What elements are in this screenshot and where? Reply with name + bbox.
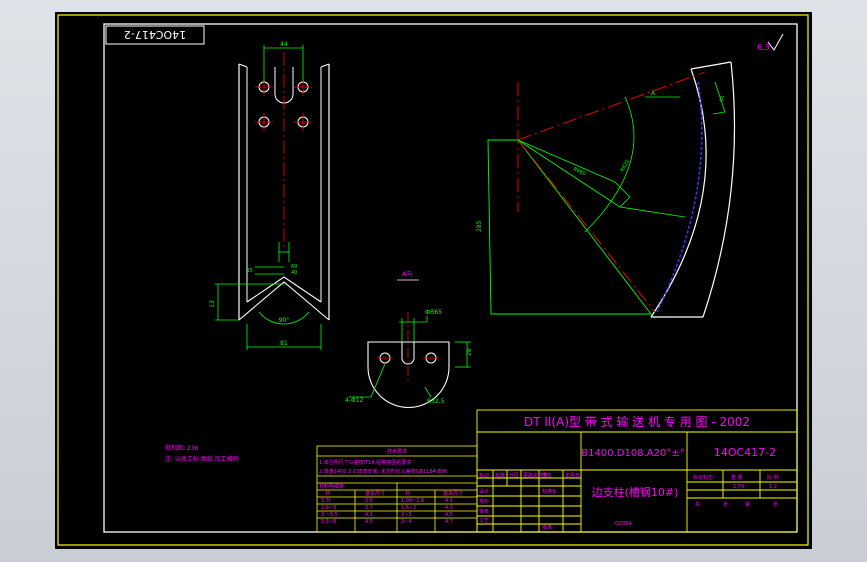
tech-cell: 4.1	[365, 512, 373, 518]
dim-r: R32.5	[427, 398, 445, 405]
dim-holes: 4-Φ12	[345, 397, 364, 404]
dim-radius-small: R820	[620, 159, 632, 173]
dim-radius-big: R860	[572, 166, 586, 177]
tech-line2: 2.单重1400 3-135表安装, 未注形位公差按GB1184-B96	[319, 468, 447, 475]
title-sheet-total: 共	[695, 501, 700, 508]
tb-header-1: 标记	[479, 472, 489, 479]
svg-text:6.3: 6.3	[757, 43, 770, 52]
tech-col-3: 材	[405, 490, 410, 497]
tech-cell: 1.8~3	[321, 505, 336, 511]
tech-title: 技术要求	[387, 448, 407, 455]
dim-small2: 40	[291, 270, 297, 276]
tb-role-extra-2: 批准	[542, 524, 552, 531]
id-stamp-text: 14OC417-2	[124, 28, 186, 41]
title-material: Q235A	[615, 521, 632, 527]
tech-cell: 3.7	[365, 505, 373, 511]
dim-a-height: 28	[466, 348, 473, 356]
tech-cell: 1.6~2	[401, 505, 416, 511]
title-weight-header: 重 量	[731, 474, 743, 481]
title-scale-header: 比 例	[767, 474, 779, 481]
tech-cell: 4.5	[445, 512, 453, 518]
tech-cell: 1.7t	[321, 498, 331, 504]
tech-cell: 4.3	[445, 505, 453, 511]
title-weight-val: 2.79	[733, 484, 744, 490]
tb-header-2: 处数	[495, 472, 505, 479]
title-block	[476, 409, 798, 533]
dim-side-h: 15	[247, 268, 253, 274]
tb-header-4: 更改文件号	[523, 472, 548, 479]
tech-cell: 3~4	[401, 519, 412, 525]
tech-cell: 2~3	[401, 512, 412, 518]
tb-role-extra-1: 标准化	[542, 488, 557, 495]
tb-header-6: 年月日	[565, 472, 580, 479]
title-scale-val: 1:2	[769, 484, 777, 490]
tech-line1: 1.未注明尺寸公差按IT14,组焦按图纸要求	[319, 459, 411, 466]
tech-cell: 1.08~1.6	[401, 498, 424, 504]
outer-border	[57, 14, 809, 546]
tb-role-1: 设计	[479, 488, 489, 495]
note-line1: 就制图: 236	[165, 444, 199, 452]
dim-a-width: ФR65	[425, 309, 442, 316]
tb-role-4: 工艺	[479, 518, 489, 524]
tech-cell: 3.~5.5	[321, 512, 338, 518]
dim-bottom-h: 13	[209, 300, 216, 308]
id-stamp: 14OC417-2	[105, 25, 205, 45]
title-mark-header: 标记标志	[693, 474, 713, 481]
tech-col-1: 材	[325, 490, 330, 497]
title-sheet-label2: 张	[773, 501, 778, 508]
dim-height-side: 285	[476, 220, 483, 232]
tech-cell: 2.5	[365, 498, 373, 504]
tech-head: 材料明细表	[319, 483, 344, 490]
a-view: A向	[345, 270, 473, 409]
title-spec: B1400.D108.A20°±°	[581, 448, 684, 459]
title-part-name: 边支柱(槽钢10#)	[592, 485, 679, 499]
tech-cell: 4.1	[445, 498, 453, 504]
title-sheet-label: 张	[723, 501, 728, 508]
title-main: DT II(A)型 带 式 输 送 机 专 用 图 - 2002	[524, 414, 750, 429]
dim-bottom-w: 81	[280, 340, 288, 347]
dim-angle: 90°	[279, 317, 290, 324]
tech-col-4: 基本尺寸	[443, 490, 463, 497]
title-drawing-no: 14OC417-2	[714, 446, 776, 459]
drawing-viewport[interactable]: 14OC417-2 6.3	[55, 12, 812, 549]
tb-role-3: 审核	[479, 508, 489, 515]
tech-col-2: 基本尺寸	[365, 490, 385, 497]
dim-angle-label: A	[651, 90, 656, 97]
cad-drawing: 14OC417-2 6.3	[57, 14, 809, 546]
dim-small-corner: 65	[719, 95, 726, 102]
tech-cell: 4.5	[365, 519, 373, 525]
title-sheet-no: 第	[745, 501, 750, 508]
tb-header-3: 分区	[509, 472, 519, 479]
front-view: 44 90° 13	[209, 41, 330, 350]
view-label-a: A向	[402, 270, 412, 278]
tb-role-2: 校对	[479, 498, 489, 505]
dim-top-width: 44	[280, 41, 288, 48]
side-view: R860 R820 285 A 65	[476, 61, 736, 318]
tech-cell: 5.5~8	[321, 519, 336, 525]
tb-header-5: 签名	[542, 472, 552, 479]
dim-small1: 60	[291, 264, 297, 270]
tech-cell: 4.7	[445, 519, 453, 525]
roughness-symbol: 6.3	[757, 33, 784, 52]
note-line2: 注: 以改工标 图纸 加工横侧	[165, 455, 239, 463]
